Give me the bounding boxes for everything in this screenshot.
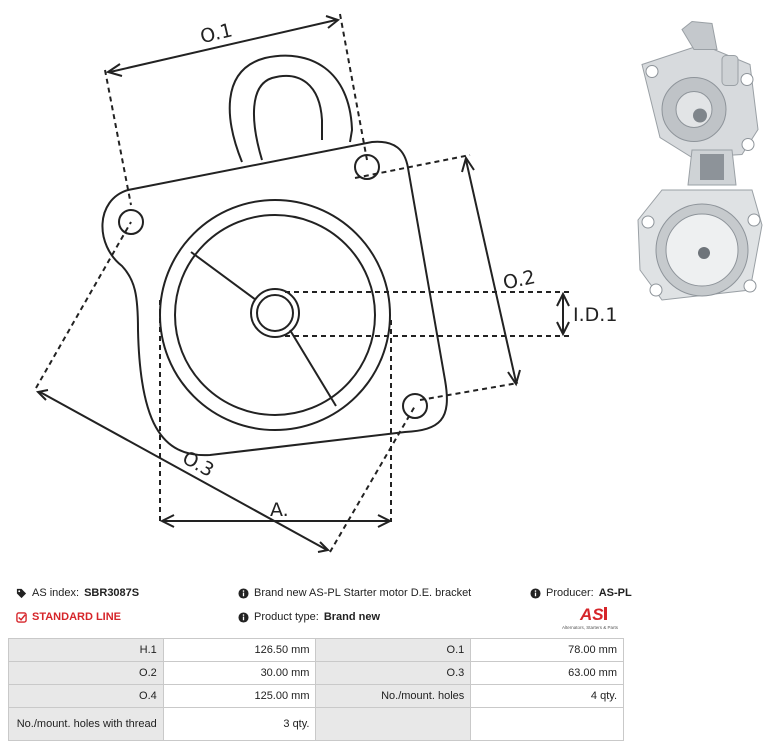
as-index-value: SBR3087S [84, 587, 140, 599]
as-index: AS index: SBR3087S [16, 587, 139, 599]
dimension-guides [35, 13, 570, 553]
dimension-arrows [35, 15, 570, 553]
product-description: Brand new AS-PL Starter motor D.E. brack… [238, 587, 471, 599]
logo-text: AS [579, 605, 604, 624]
product-type: Product type: Brand new [238, 611, 380, 623]
info-icon [238, 587, 249, 599]
table-row: O.2 30.00 mm O.3 63.00 mm [8, 661, 624, 685]
bracket-outline [101, 54, 448, 457]
producer: Producer: AS-PL [530, 587, 632, 599]
main-bore [159, 199, 391, 431]
standard-line-label: STANDARD LINE [32, 611, 122, 623]
table-row: H.1 126.50 mm O.1 78.00 mm [8, 638, 624, 662]
description-text: Brand new AS-PL Starter motor D.E. brack… [254, 587, 472, 599]
spec-label: O.2 [8, 661, 164, 685]
producer-value: AS-PL [598, 587, 632, 599]
dim-label-a: A. [270, 499, 289, 521]
producer-label: Producer: [546, 587, 594, 599]
spec-table: H.1 126.50 mm O.1 78.00 mm O.2 30.00 mm … [8, 638, 624, 741]
dim-label-id1: I.D.1 [573, 304, 617, 326]
spec-label [315, 707, 472, 741]
spec-label: H.1 [8, 638, 164, 662]
product-type-label: Product type: [254, 611, 319, 623]
spec-label: O.3 [315, 661, 472, 685]
info-icon [530, 587, 541, 599]
spec-label: O.1 [315, 638, 472, 662]
spec-value [470, 707, 624, 741]
product-photo-back [637, 149, 763, 301]
standard-line-badge: STANDARD LINE [16, 611, 121, 623]
mount-hole-bottom-right [402, 393, 428, 419]
spec-value: 125.00 mm [162, 684, 317, 708]
spec-value: 4 qty. [470, 684, 624, 708]
product-photo-front [641, 20, 759, 159]
info-icon [238, 611, 249, 623]
spec-label: No./mount. holes [315, 684, 472, 708]
spec-value: 63.00 mm [470, 661, 624, 685]
product-type-value: Brand new [323, 611, 381, 623]
spec-value: 3 qty. [162, 707, 317, 741]
mount-hole-left [118, 209, 144, 235]
spec-value: 78.00 mm [470, 638, 624, 662]
tags-icon [16, 588, 27, 598]
spec-label: O.4 [8, 684, 164, 708]
dim-label-o2: O.2 [501, 266, 537, 294]
check-square-icon [16, 611, 27, 623]
mount-hole-top-right [354, 154, 380, 180]
table-row: O.4 125.00 mm No./mount. holes 4 qty. [8, 684, 624, 708]
spec-value: 126.50 mm [162, 638, 317, 662]
as-index-label: AS index: [32, 587, 80, 599]
logo-tagline: Alternators, Starters & Parts [562, 625, 619, 630]
as-pl-logo: AS Alternators, Starters & Parts [562, 605, 619, 630]
spec-value: 30.00 mm [162, 661, 317, 685]
technical-drawing: O.1 O.2 O.3 I.D.1 A. [35, 13, 617, 553]
table-row: No./mount. holes with thread 3 qty. [8, 707, 624, 741]
spec-label: No./mount. holes with thread [8, 707, 164, 741]
